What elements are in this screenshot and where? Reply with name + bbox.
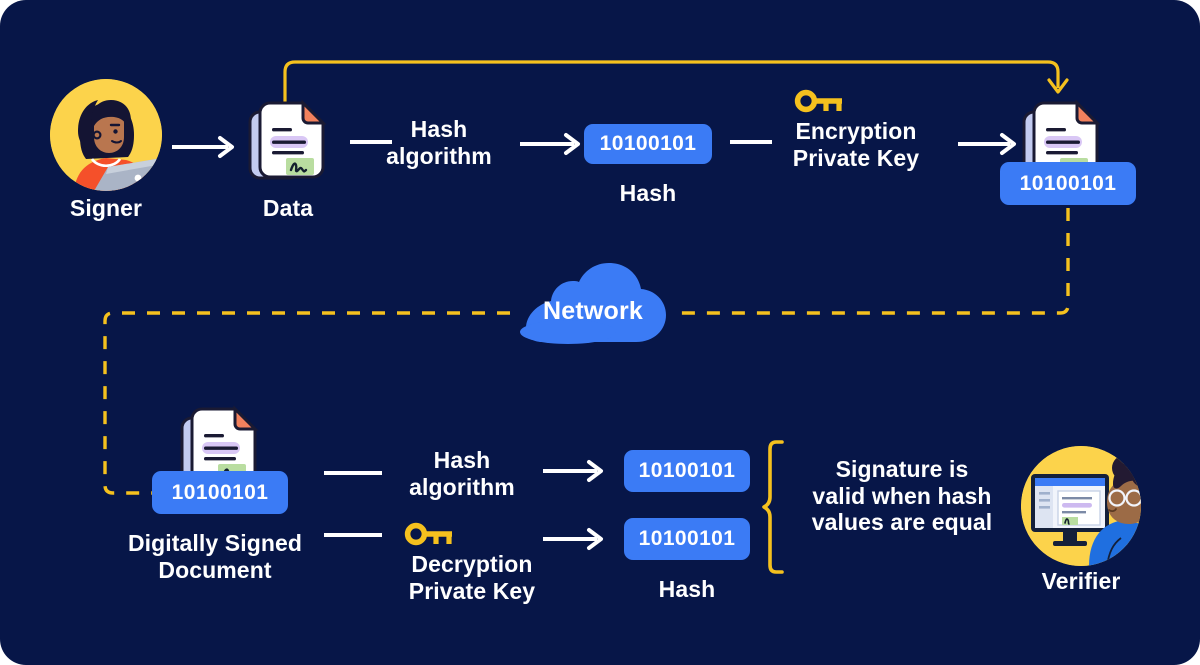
network-cloud: Network bbox=[508, 262, 678, 344]
data-label: Data bbox=[262, 195, 314, 221]
path-signed-document-to-network bbox=[676, 208, 1070, 315]
path-network-to-digitally-signed-document bbox=[103, 311, 510, 495]
arrowhead-down-signed-document bbox=[1047, 78, 1069, 94]
arrow-encryption-to-signed-document bbox=[958, 133, 1016, 155]
connector-doc-to-decryption bbox=[324, 533, 382, 537]
hash-badge-top: 10100101 bbox=[584, 124, 712, 164]
signer-avatar bbox=[50, 79, 162, 191]
hash-badge-bottom-top: 10100101 bbox=[624, 450, 750, 492]
data-document-icon bbox=[248, 98, 328, 184]
hash-algorithm-label-top: Hash algorithm bbox=[386, 116, 492, 169]
connector-hash-to-encryption bbox=[730, 140, 772, 144]
hash-algorithm-label-bottom: Hash algorithm bbox=[409, 447, 515, 500]
arrow-hash-algorithm-to-hash-top bbox=[543, 460, 603, 482]
encryption-private-key-label: Encryption Private Key bbox=[792, 118, 920, 171]
network-label: Network bbox=[542, 296, 644, 325]
key-icon-encryption bbox=[794, 89, 842, 113]
digitally-signed-document-icon bbox=[180, 404, 260, 490]
verifier-avatar bbox=[1021, 446, 1141, 566]
decryption-private-key-label: Decryption Private Key bbox=[408, 551, 536, 604]
hash-label-top: Hash bbox=[619, 180, 677, 206]
digitally-signed-document-badge: 10100101 bbox=[152, 471, 288, 514]
arrow-decryption-to-hash-bottom bbox=[543, 528, 603, 550]
path-data-to-signed-document bbox=[283, 60, 1060, 102]
signed-document-badge-top: 10100101 bbox=[1000, 162, 1136, 205]
arrow-hash-algorithm-to-hash bbox=[520, 133, 580, 155]
hash-label-bottom: Hash bbox=[658, 576, 716, 602]
hash-badge-bottom-bottom: 10100101 bbox=[624, 518, 750, 560]
arrow-signer-to-data bbox=[172, 136, 234, 158]
verifier-label: Verifier bbox=[1041, 568, 1121, 594]
digitally-signed-document-label: Digitally Signed Document bbox=[127, 530, 303, 583]
signer-label: Signer bbox=[69, 195, 143, 221]
connector-doc-to-hash-algorithm bbox=[324, 471, 382, 475]
connector-data-to-hash-algorithm bbox=[350, 140, 392, 144]
conclusion-text: Signature is valid when hash values are … bbox=[811, 456, 993, 536]
key-icon-decryption bbox=[404, 522, 452, 546]
curly-brace-icon bbox=[762, 440, 784, 574]
